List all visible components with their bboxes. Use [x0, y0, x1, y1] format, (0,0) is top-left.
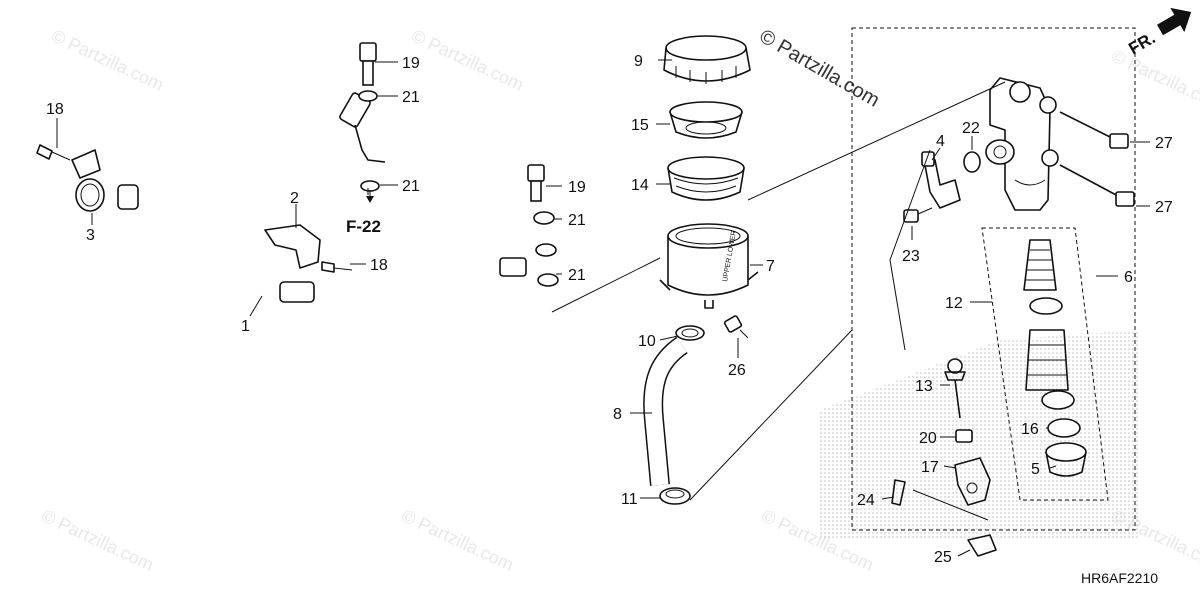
callout-12: 12	[945, 295, 963, 312]
callout-27-upper: 27	[1155, 135, 1173, 152]
callout-20: 20	[919, 430, 937, 447]
kit-boundary-6	[851, 27, 1136, 531]
callout-9: 9	[634, 53, 643, 70]
hose-joint	[921, 151, 961, 209]
hose-clip-lower	[659, 487, 691, 505]
hose-guide-bracket	[264, 224, 353, 273]
circlip	[1047, 418, 1081, 438]
piston-cup	[1025, 329, 1069, 391]
section-reference: F-22	[346, 217, 381, 236]
reservoir-screw	[723, 315, 749, 339]
callout-18-bracket-bolt: 18	[370, 257, 388, 274]
front-direction-arrow: FR.	[1125, 7, 1192, 58]
guide-line	[912, 489, 989, 521]
callout-labels: 1 2 3 4 5 6 7 8 9 10 11 12 13 14 15 16 1…	[46, 53, 1173, 566]
callout-5: 5	[1031, 461, 1040, 478]
reservoir-plate	[669, 101, 743, 139]
arrow-right-icon	[1157, 7, 1192, 36]
callout-25: 25	[934, 549, 952, 566]
reservoir-hose	[643, 336, 688, 486]
banjo-bolt-upper	[358, 42, 380, 195]
o-ring	[963, 151, 981, 173]
master-cylinder-body	[985, 77, 1059, 211]
callout-7: 7	[766, 258, 775, 275]
watermark: © Partzilla.com	[48, 25, 166, 94]
guide-line	[889, 149, 931, 351]
hose-clamp	[36, 144, 105, 212]
callout-24: 24	[857, 492, 875, 509]
piston-spring	[1023, 239, 1057, 291]
callout-22: 22	[962, 120, 980, 137]
callout-13: 13	[915, 378, 933, 395]
callout-27-lower: 27	[1155, 199, 1173, 216]
leader-lines	[56, 59, 1150, 557]
guide-line	[747, 81, 1006, 201]
callout-11: 11	[621, 491, 638, 508]
hose-fitting	[279, 281, 315, 303]
reservoir-body: UPPER LOWER	[659, 223, 759, 309]
watermark: © Partzilla.com	[408, 25, 526, 94]
callout-10: 10	[638, 333, 656, 350]
callout-1: 1	[241, 318, 250, 335]
callout-4: 4	[936, 133, 945, 150]
callout-21-b: 21	[402, 178, 420, 195]
callout-16: 16	[1021, 421, 1039, 438]
callout-3: 3	[86, 227, 95, 244]
callout-6: 6	[1124, 269, 1133, 286]
callout-23: 23	[902, 248, 920, 265]
hose-sleeve	[117, 184, 139, 210]
copyright-text: © Partzilla.com	[756, 25, 884, 111]
hose-fitting	[499, 257, 527, 277]
boot	[1045, 442, 1087, 477]
spring-seat	[1029, 297, 1063, 315]
guide-line	[689, 329, 853, 501]
callout-26: 26	[728, 362, 746, 379]
watermark: © Partzilla.com	[1108, 45, 1200, 114]
banjo-bolt-lower	[527, 164, 559, 287]
callout-17: 17	[921, 459, 939, 476]
watermark: © Partzilla.com	[398, 505, 516, 574]
push-rod-joint	[954, 457, 991, 506]
callout-18-clamp-bolt: 18	[46, 101, 64, 118]
brake-hose	[117, 80, 527, 303]
hose-clip-upper	[675, 325, 705, 341]
callout-19-upper: 19	[402, 55, 420, 72]
callout-21-c: 21	[568, 212, 586, 229]
cotter-pin	[891, 479, 906, 506]
watermark: © Partzilla.com	[38, 505, 156, 574]
callout-21-d: 21	[568, 267, 586, 284]
callout-14: 14	[631, 177, 649, 194]
kit-boundary-12	[981, 227, 1109, 501]
push-rod	[944, 358, 966, 419]
callout-19-lower: 19	[568, 179, 586, 196]
guide-line	[551, 257, 661, 313]
diagram-code: HR6AF2210	[1081, 570, 1158, 586]
callout-21-a: 21	[402, 89, 420, 106]
arrow-down-icon	[366, 196, 374, 203]
lock-nut	[955, 429, 973, 443]
mount-bolt-upper	[1059, 111, 1129, 149]
reservoir-cap	[663, 35, 751, 84]
piston-ring	[1041, 390, 1075, 410]
callout-8: 8	[613, 406, 622, 423]
shading-area	[820, 330, 1140, 540]
mount-bolt-lower	[1059, 164, 1135, 207]
callout-2: 2	[290, 190, 299, 207]
reservoir-diaphragm	[667, 156, 745, 201]
joint-pin	[967, 534, 997, 557]
callout-15: 15	[631, 117, 649, 134]
